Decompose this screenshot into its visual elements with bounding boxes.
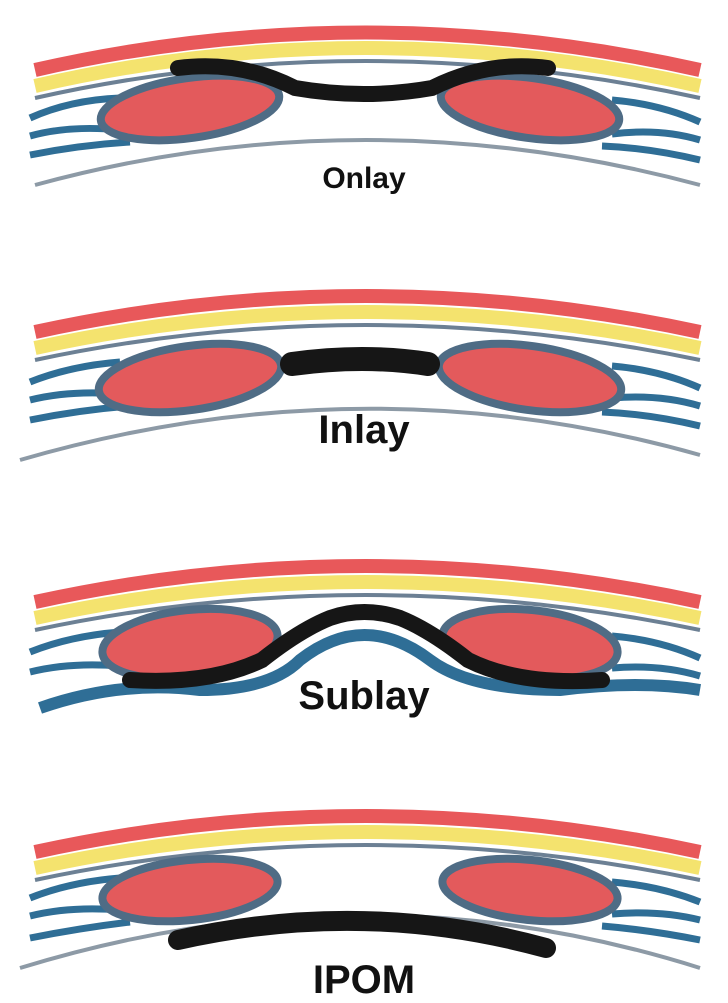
ipom-panel: IPOM	[0, 790, 728, 1003]
onlay-panel: Onlay	[0, 0, 728, 230]
sublay-label: Sublay	[0, 674, 728, 719]
inlay-panel: Inlay	[0, 270, 728, 480]
inlay-label: Inlay	[0, 408, 728, 453]
sublay-panel: Sublay	[0, 540, 728, 750]
mesh-inlay-icon	[292, 359, 428, 364]
mesh-ipom-icon	[178, 921, 546, 948]
onlay-label: Onlay	[0, 162, 728, 196]
right-muscle-sheath-lines	[612, 636, 700, 676]
ipom-label: IPOM	[0, 958, 728, 1003]
